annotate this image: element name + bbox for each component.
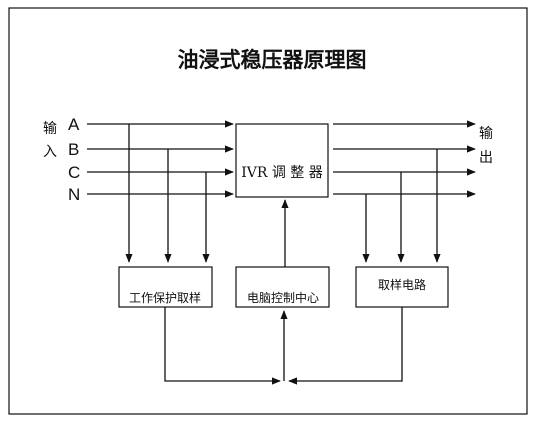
sampling-circuit-label: 取样电路	[378, 277, 426, 292]
phase-label-a: A	[68, 115, 80, 134]
input-label-char-2: 入	[43, 144, 57, 160]
protection-sampling-label: 工作保护取样	[129, 290, 201, 305]
phase-label-n: N	[68, 185, 80, 204]
input-label-char-1: 输	[43, 121, 57, 137]
control-center-box	[235, 266, 330, 308]
control-center-label: 电脑控制中心	[247, 290, 319, 305]
phase-label-b: B	[68, 140, 79, 159]
protection-sampling-box	[118, 266, 213, 308]
output-label-char-1: 输	[479, 126, 493, 142]
regulator-label: IVR 调 整 器	[241, 165, 323, 181]
outer-frame	[8, 7, 528, 415]
sampling-feedback-line	[288, 307, 403, 385]
diagram-title: 油浸式稳压器原理图	[178, 47, 367, 72]
sampling-circuit-box	[355, 266, 449, 308]
protection-feedback-line	[164, 307, 281, 385]
regulator-box	[235, 123, 329, 198]
phase-label-c: C	[68, 163, 80, 182]
output-label-char-2: 出	[479, 150, 493, 166]
